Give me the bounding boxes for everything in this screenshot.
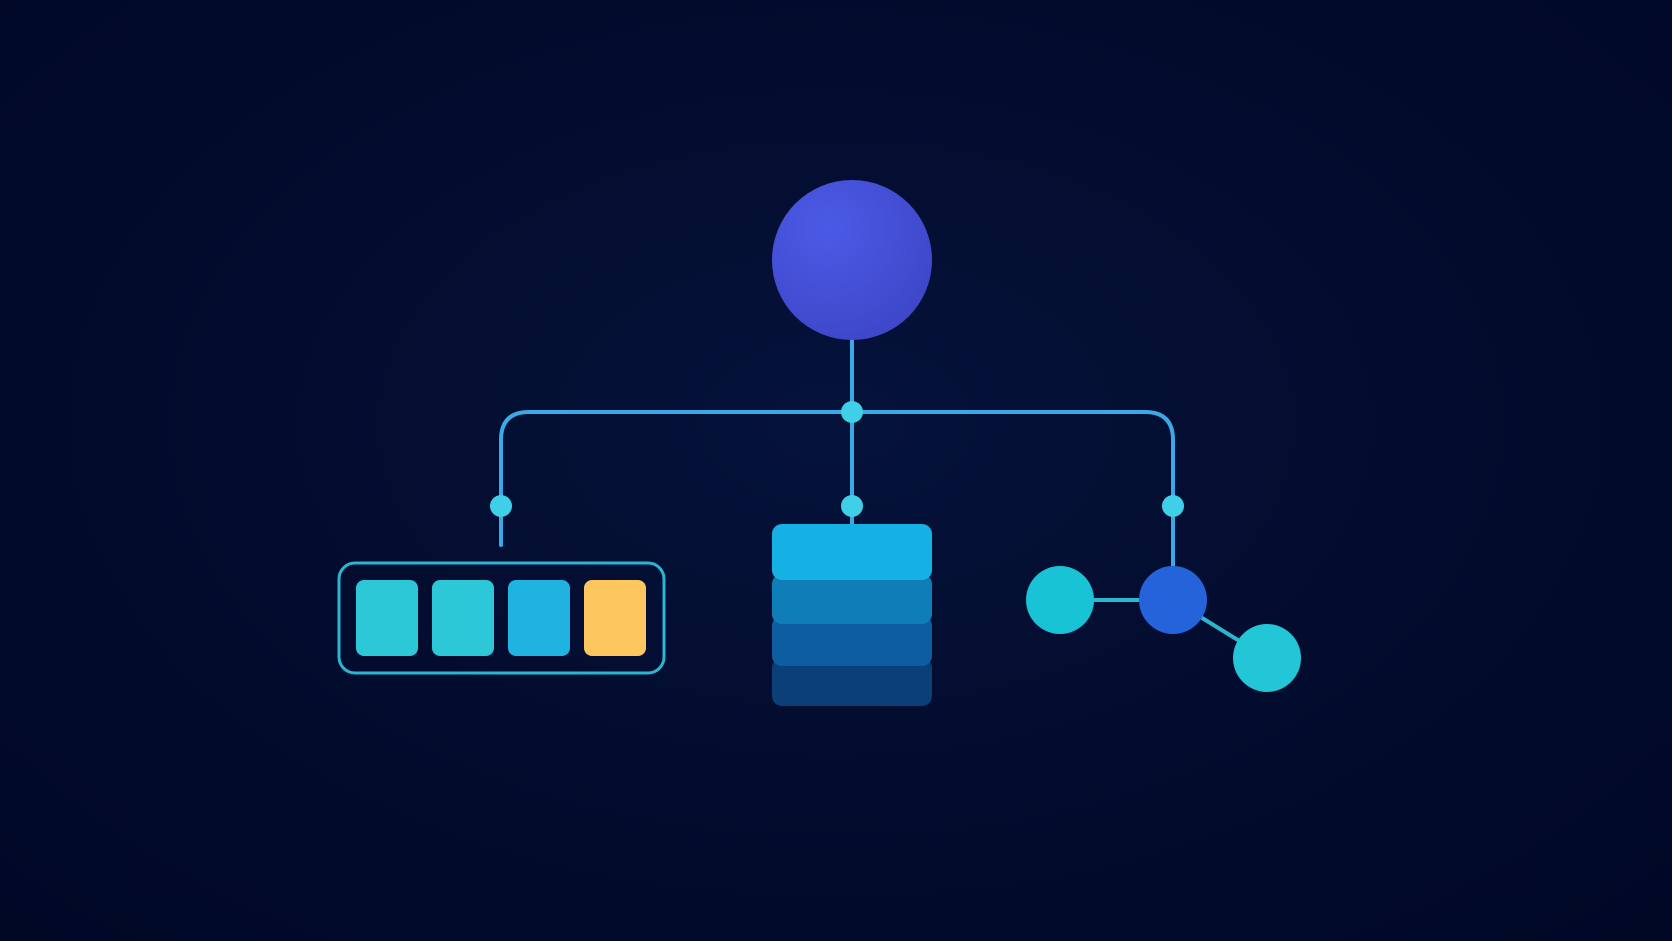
graph-node: [1026, 566, 1301, 692]
array-cell: [508, 580, 570, 656]
graph-vertex: [1026, 566, 1094, 634]
stack-layer: [772, 616, 932, 666]
junction-dots: [490, 401, 1184, 517]
root-node: [772, 180, 932, 340]
stack-layer-top: [772, 524, 932, 580]
array-node: [337, 561, 666, 675]
graph-vertex: [1233, 624, 1301, 692]
stack-layer: [772, 574, 932, 624]
stack-node: [772, 524, 932, 706]
junction-top: [841, 401, 863, 423]
junction-stack: [841, 495, 863, 517]
junction-graph: [1162, 495, 1184, 517]
horizontal-bus: [499, 410, 1175, 570]
stack-layer: [772, 658, 932, 706]
graph-hub-vertex: [1139, 566, 1207, 634]
junction-array: [490, 495, 512, 517]
array-cell-highlight: [584, 580, 646, 656]
array-cell: [356, 580, 418, 656]
array-cell: [432, 580, 494, 656]
array-frame: [337, 561, 666, 675]
